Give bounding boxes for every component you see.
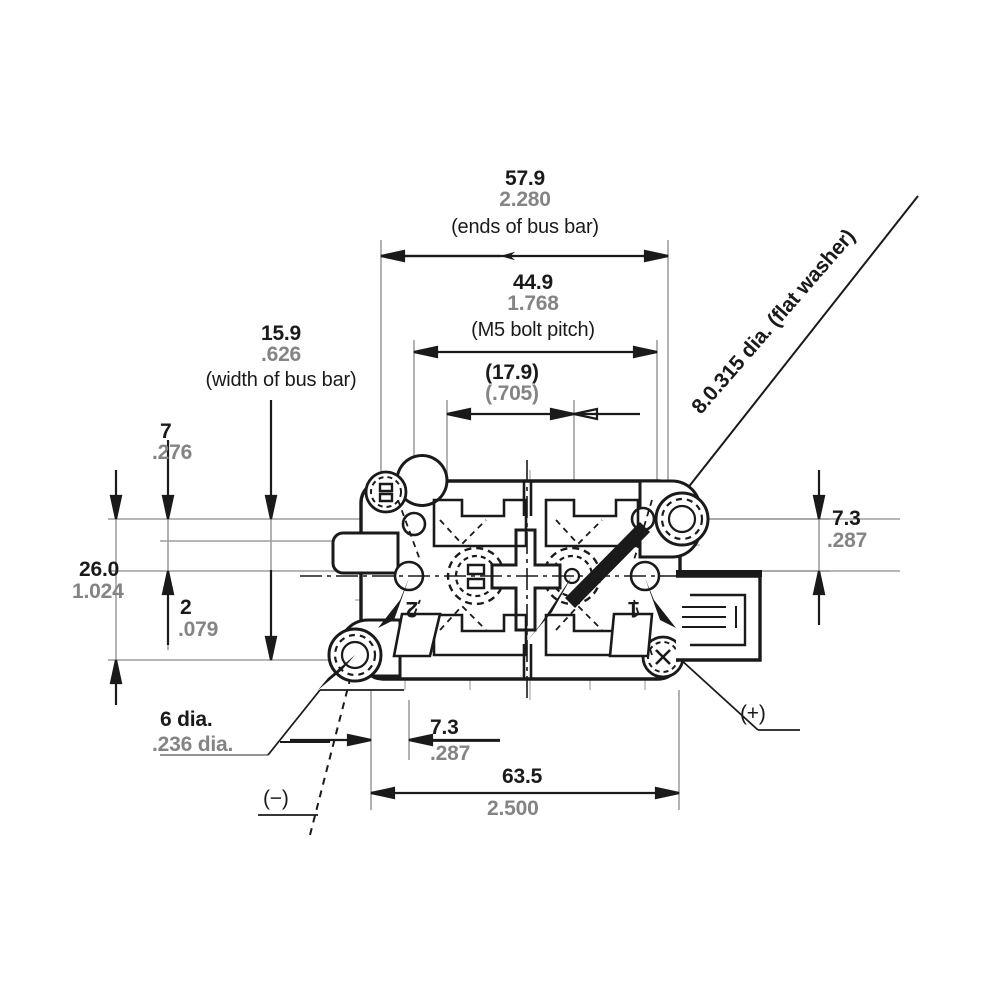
dim-overall-height-inch: 1.024 [72,580,124,603]
dim-right-height-inch: .287 [827,529,868,552]
mount-tab-top-left [395,454,449,507]
terminal-marking-2: 2 [405,597,418,622]
dim-bus-bar-width-inch: .626 [260,343,302,367]
bus-bar-blade-left [331,531,400,575]
dim-inner-pitch-mm: (17.9) [485,361,539,384]
dim-overall-width-inch: 2.500 [487,797,539,820]
dim-label-overall-bus-bar: 57.9 2.280 (ends of bus bar) [451,167,599,238]
terminal-positive-label: (+) [740,702,766,725]
terminal-tab-1 [608,612,654,658]
centerlines [300,460,700,700]
terminal-negative-label: (−) [263,787,289,810]
dim-top-offset-inch: .276 [152,441,193,464]
terminal-marking-1: 1 [627,597,640,622]
dim-hole-dia-inch: .236 dia. [152,733,234,756]
dim-label-inner-pitch: (17.9) (.705) [485,362,539,405]
dim-bolt-pitch-note: (M5 bolt pitch) [471,318,595,341]
dim-inner-pitch-inch: (.705) [485,382,539,406]
dim-overall-bus-bar-note: (ends of bus bar) [451,215,599,238]
dim-right-height-mm: 7.3 [832,507,861,530]
dim-bus-bar-width-note: (width of bus bar) [205,368,357,391]
dim-overall-width-mm: 63.5 [502,765,543,788]
terminal-tab-2 [392,612,442,658]
dim-bottom-offset-dim-inch: .287 [430,742,471,765]
dim-label-bus-bar-width: 15.9 .626 (width of bus bar) [205,322,357,391]
leader-lines [160,195,919,836]
internal-pointer-arrows [318,522,676,690]
dim-bolt-pitch-inch: 1.768 [507,292,559,316]
dim-overall-bus-bar-mm: 57.9 [504,167,546,190]
center-rib [490,528,562,632]
dim-bottom-offset-dim-mm: 7.3 [430,716,459,739]
dim-hole-dia-mm: 6 dia. [160,708,213,731]
terminal-block-body [300,454,762,700]
dimension-lines [109,249,826,800]
dim-bolt-pitch-mm: 44.9 [512,271,554,294]
stud-positive [654,491,710,547]
dim-bottom-offset-inch: .079 [178,618,219,641]
dim-overall-height-mm: 26.0 [79,558,120,581]
dim-top-offset-mm: 7 [160,420,172,443]
leader-flat-washer [671,195,919,509]
dim-bus-bar-width-mm: 15.9 [260,322,302,345]
dim-label-bolt-pitch: 44.9 1.768 (M5 bolt pitch) [471,271,595,341]
dim-bottom-offset-mm: 2 [180,596,192,619]
dim-overall-bus-bar-inch: 2.280 [499,188,551,212]
leader-negative [309,659,356,836]
